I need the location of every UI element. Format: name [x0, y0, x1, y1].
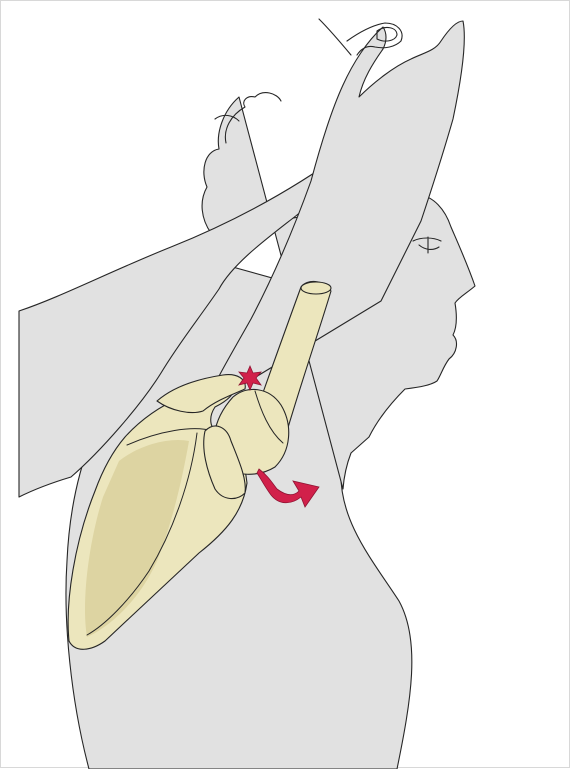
fingers-outline	[319, 19, 402, 55]
humerus-shaft-end	[301, 282, 331, 294]
